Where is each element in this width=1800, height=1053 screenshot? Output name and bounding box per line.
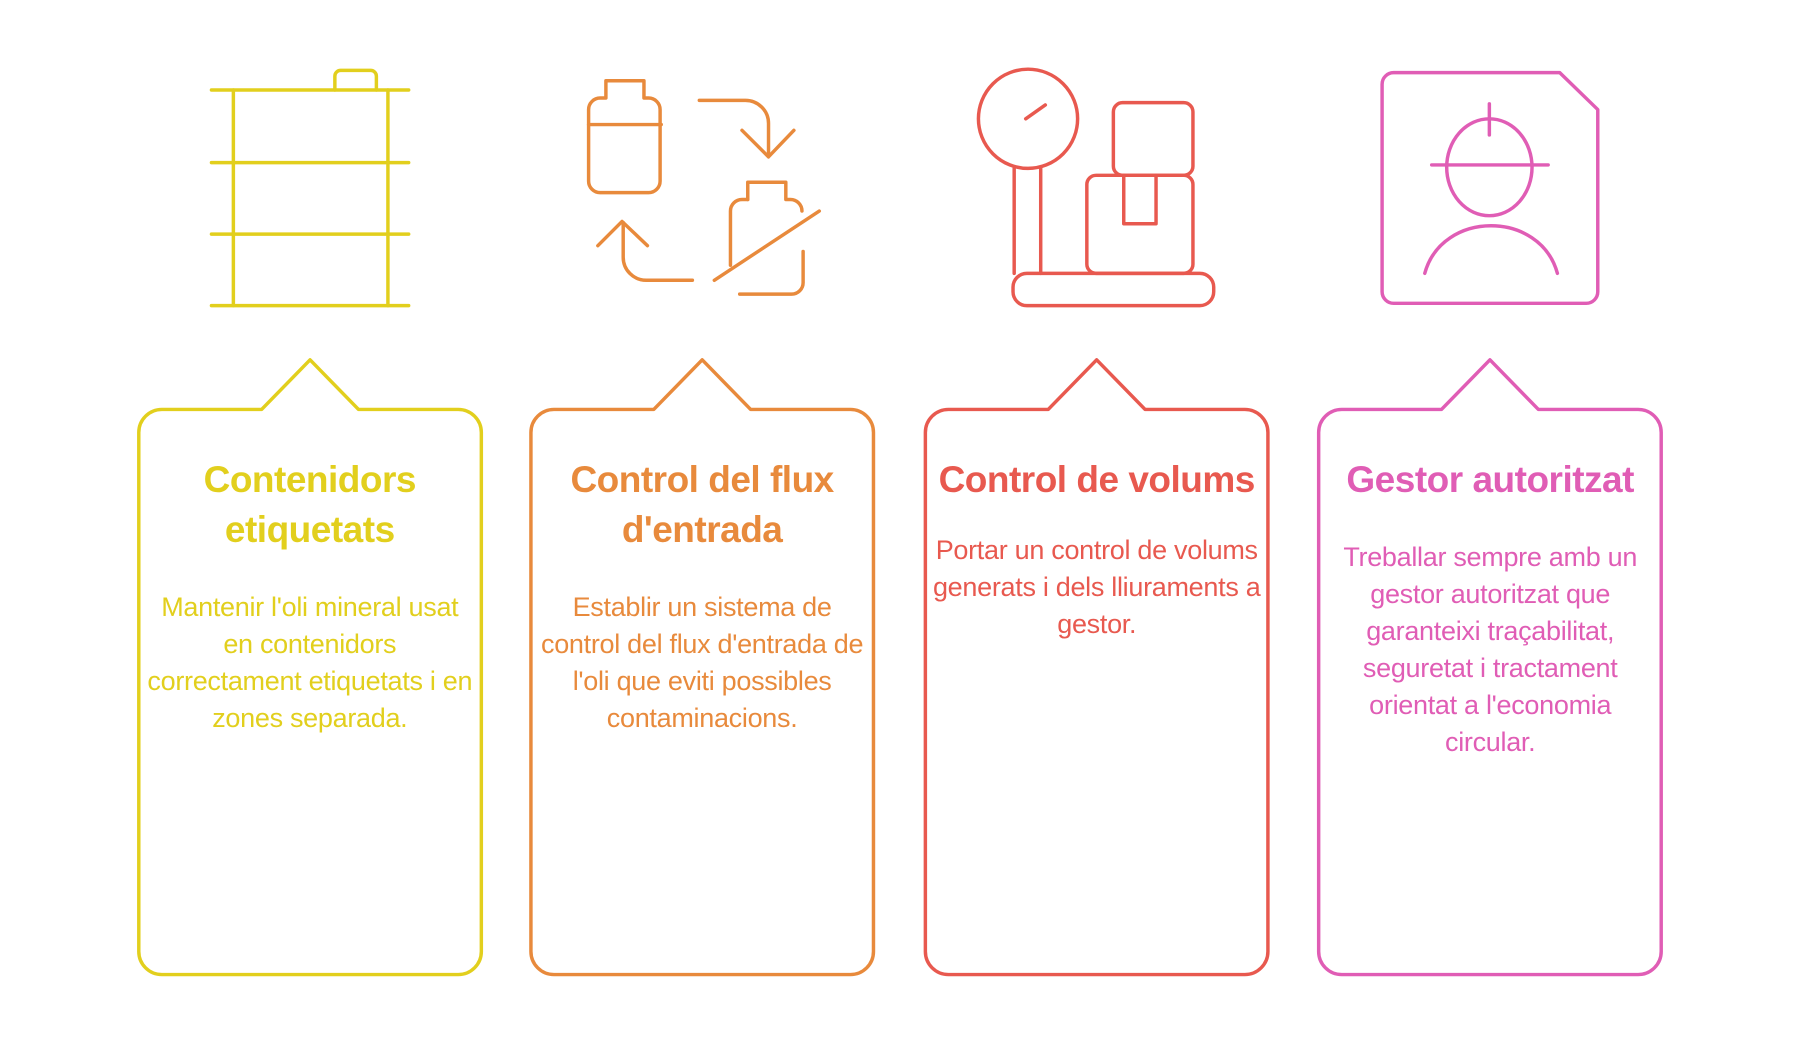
card-title: Contenidors etiquetats xyxy=(203,458,417,550)
card-border xyxy=(1316,358,1663,977)
card-title: Control del flux d'entrada xyxy=(570,458,834,550)
card-border xyxy=(923,358,1270,977)
weighing-scale-icon xyxy=(976,67,1216,308)
card-border xyxy=(529,358,876,977)
card-border xyxy=(137,358,484,977)
card-description: Establir un sistema de control del flux … xyxy=(541,591,864,733)
card-title: Control de volums xyxy=(938,458,1256,500)
card-description: Treballar sempre amb un gestor autoritza… xyxy=(1343,541,1638,757)
card-description: Mantenir l'oli mineral usat en contenido… xyxy=(147,591,473,733)
oil-flow-cycle-icon xyxy=(586,79,821,296)
authorized-worker-icon xyxy=(1380,70,1600,306)
card-title: Gestor autoritzat xyxy=(1346,458,1634,500)
oil-barrel-icon xyxy=(209,68,411,308)
card-borders xyxy=(137,358,1663,977)
card-description: Portar un control de volums generats i d… xyxy=(932,534,1261,639)
